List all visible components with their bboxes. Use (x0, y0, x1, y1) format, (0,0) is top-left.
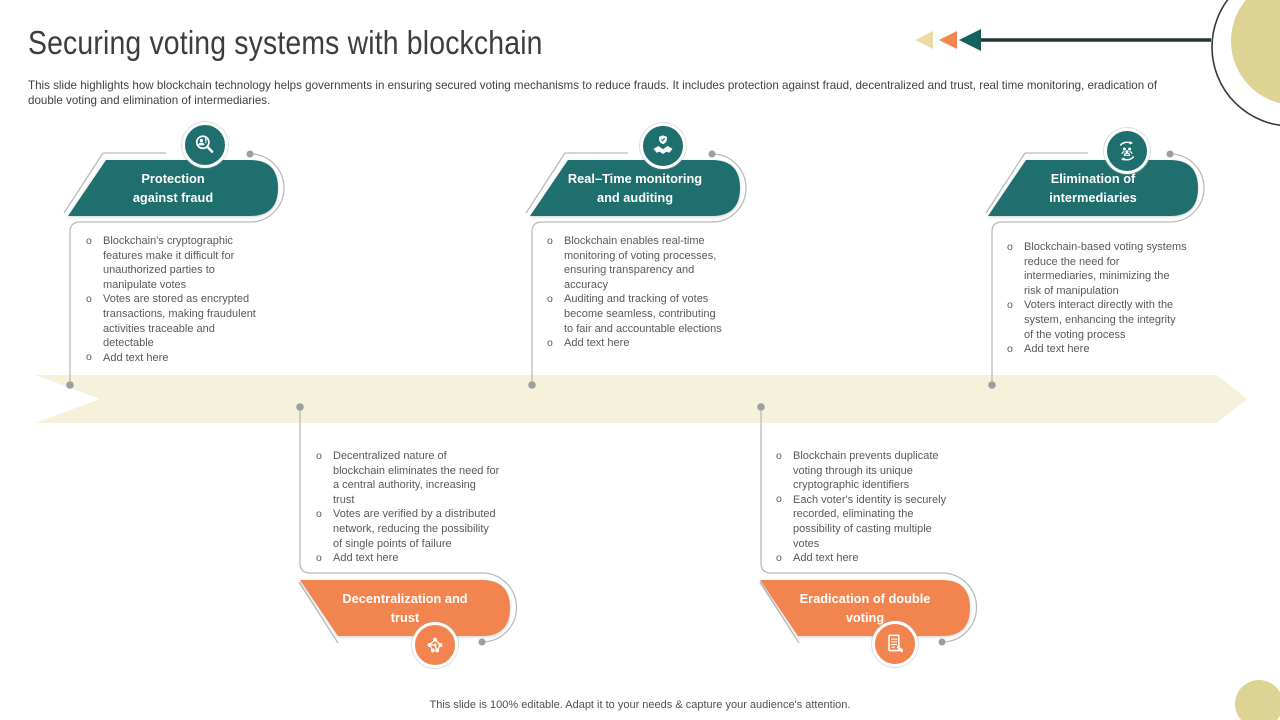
bullets-elimination-of-intermediaries: Blockchain-based voting systems reduce t… (1005, 239, 1187, 357)
bullet-item: Add text here (314, 551, 500, 566)
arrow-tan-icon (915, 31, 933, 49)
banner-label: Protection against fraud (68, 160, 278, 216)
banner-real-time-monitoring: Real–Time monitoring and auditing (530, 160, 740, 216)
connector-dots (66, 150, 1174, 646)
bullet-item: Each voter's identity is securely record… (774, 492, 956, 551)
banner-label-line: Decentralization and (342, 591, 468, 606)
corner-circle-bottom-right (1235, 680, 1280, 720)
network-nodes-icon (412, 622, 458, 668)
bullet-item: Voters interact directly with the system… (1005, 298, 1187, 342)
banner-decentralization-and-trust: Decentralization and trust (300, 580, 510, 636)
banner-label: Eradication of double voting (760, 580, 970, 636)
banner-shape (68, 160, 278, 216)
banner-label-line: against fraud (132, 190, 214, 205)
banner-label-line: Real–Time monitoring (567, 171, 703, 186)
bullet-item: Add text here (545, 336, 727, 351)
bullet-item: Blockchain-based voting systems reduce t… (1005, 239, 1187, 298)
bullet-item: Auditing and tracking of votes become se… (545, 292, 727, 336)
banner-protection-against-fraud: Protection against fraud (68, 160, 278, 216)
corner-circle-top-right-ring (1211, 0, 1280, 127)
banner-shape (760, 580, 970, 636)
bullet-item: Add text here (84, 350, 266, 366)
banner-label-line: Elimination of (1050, 171, 1136, 186)
banner-shape (530, 160, 740, 216)
bullet-item: Add text here (774, 551, 956, 566)
banner-label: Real–Time monitoring and auditing (530, 160, 740, 216)
page-subtitle: This slide highlights how blockchain tec… (28, 79, 1158, 107)
banner-shape (300, 580, 510, 636)
banner-label-line: Protection (141, 171, 205, 186)
bullet-item: Votes are stored as encrypted transactio… (84, 292, 266, 350)
fraud-detection-magnifier-icon (182, 122, 228, 168)
bullets-eradication-of-double-voting: Blockchain prevents duplicate voting thr… (774, 449, 956, 566)
handshake-shield-icon (640, 123, 686, 169)
bullet-item: Blockchain prevents duplicate voting thr… (774, 449, 956, 493)
page-title: Securing voting systems with blockchain (28, 24, 543, 61)
arrow-orange-icon (939, 31, 957, 49)
banner-shape (988, 160, 1198, 216)
banner-label-line: intermediaries (1049, 190, 1137, 205)
ballot-hand-icon (872, 621, 918, 667)
bullet-item: Decentralized nature of blockchain elimi… (314, 448, 500, 507)
people-cycle-icon (1104, 128, 1150, 174)
bullet-item: Add text here (1005, 342, 1187, 357)
timeline-band (35, 375, 1247, 423)
connector-outlines (63, 152, 1205, 644)
bullet-item: Blockchain's cryptographic features make… (84, 233, 266, 292)
banner-label-line: voting (845, 610, 885, 625)
bullets-real-time-monitoring: Blockchain enables real-time monitoring … (545, 233, 727, 351)
back-arrows-decoration (915, 29, 1211, 51)
banner-elimination-of-intermediaries: Elimination of intermediaries (988, 160, 1198, 216)
bullets-protection-against-fraud: Blockchain's cryptographic features make… (84, 233, 266, 366)
arrow-teal-icon (959, 29, 981, 51)
footer-note: This slide is 100% editable. Adapt it to… (429, 699, 851, 711)
banner-label-line: and auditing (596, 190, 674, 205)
banner-label: Decentralization and trust (300, 580, 510, 636)
banner-label-line: Eradication of double (799, 591, 931, 606)
banner-eradication-of-double-voting: Eradication of double voting (760, 580, 970, 636)
bullets-decentralization-and-trust: Decentralized nature of blockchain elimi… (314, 448, 500, 566)
banner-label: Elimination of intermediaries (988, 160, 1198, 216)
bullet-item: Blockchain enables real-time monitoring … (545, 233, 727, 292)
bullet-item: Votes are verified by a distributed netw… (314, 507, 500, 551)
corner-circle-top-right-fill (1231, 0, 1280, 104)
banner-label-line: trust (390, 610, 420, 625)
